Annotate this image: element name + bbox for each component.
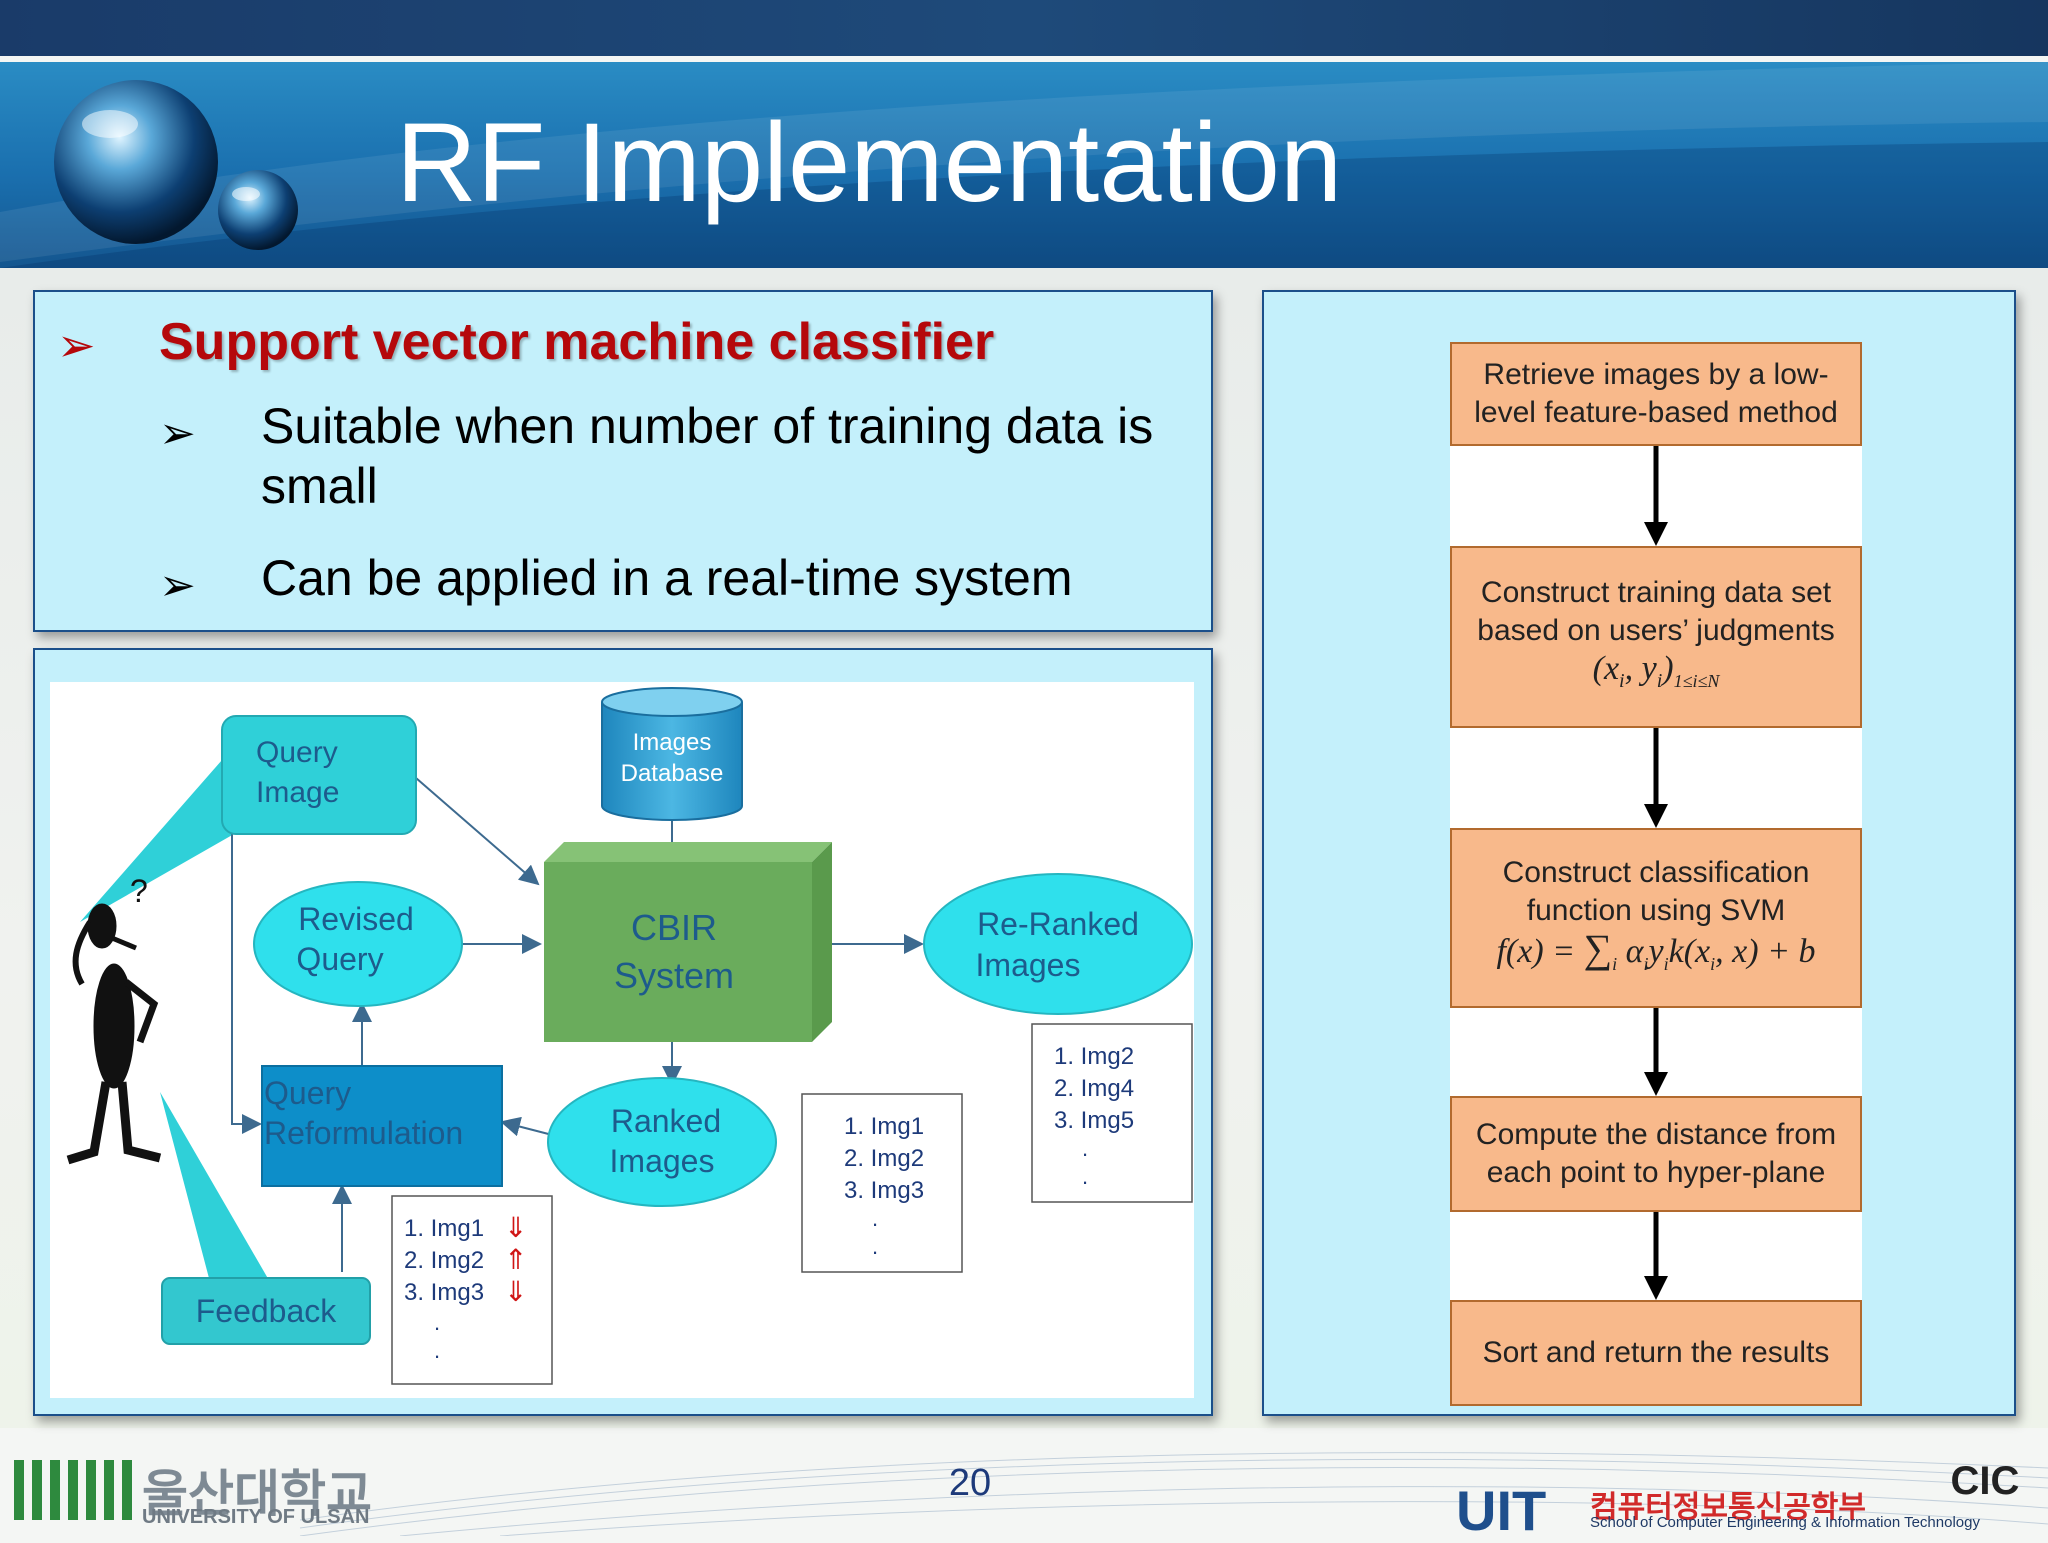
uit-logo-korean: 컴퓨터정보통신공학부 [1590, 1491, 1866, 1524]
ulsan-logo-english: UNIVERSITY OF ULSAN [142, 1506, 370, 1528]
ranked-list-item: 3. Img3 [844, 1177, 924, 1204]
cic-emblem-icon: CIC [1950, 1459, 2020, 1503]
slide-title: RF Implementation [396, 100, 1343, 225]
database-label-1: Images [633, 729, 712, 756]
panel-heading: Support vector machine classifier [159, 313, 995, 371]
flow-step-text: Sort and return the results [1482, 1336, 1830, 1369]
bullet-icon: ➢ [159, 561, 196, 610]
sphere-logo-icon [54, 80, 298, 250]
ellipsis-dot: . [872, 1206, 878, 1231]
flow-step-training-data: Construct training data set based on use… [1450, 546, 1862, 728]
uit-logo-text: UIT [1456, 1479, 1547, 1542]
flow-step-text: Retrieve images by a low- [1483, 358, 1829, 391]
re-ranked-images-ellipse [923, 873, 1193, 1015]
ranked-list-item: 1. Img1 [844, 1113, 924, 1140]
flow-step-text: level feature-based method [1474, 396, 1838, 429]
flow-step-text: each point to hyper-plane [1486, 1156, 1826, 1189]
flow-step-text: Construct training data set [1480, 576, 1832, 610]
flow-arrowhead-icon [1644, 522, 1668, 546]
reranked-list-item: 1. Img2 [1054, 1043, 1134, 1070]
cbir-system-block [544, 862, 812, 1042]
feedback-label: Feedback [196, 1293, 338, 1329]
flow-arrowhead-icon [1644, 1276, 1668, 1300]
ranked-images-ellipse [547, 1077, 777, 1207]
diagram-canvas: Query Image Images Database CBIR System … [66, 687, 1193, 1385]
cbir-block-top [544, 842, 832, 862]
feedback-callout-tail [160, 1092, 270, 1282]
training-set-formula: (xi, yi)1≤i≤N [1592, 650, 1720, 692]
question-mark: ? [130, 873, 148, 909]
ranked-list-item: 2. Img2 [844, 1145, 924, 1172]
feedback-list-item: 1. Img1 [404, 1215, 484, 1242]
re-ranked-label-2: Images [976, 947, 1081, 983]
flow-step-text: function using SVM [1526, 893, 1786, 927]
flow-arrowhead-icon [1644, 804, 1668, 828]
feedback-list-item: 3. Img3 [404, 1279, 484, 1306]
revised-query-label-1: Revised [298, 901, 414, 937]
reformulation-label-2: Reformulation [264, 1115, 463, 1151]
thinking-person-icon [66, 903, 162, 1165]
flowchart-arrows [1644, 446, 1668, 1300]
reranked-list-item: 2. Img4 [1054, 1075, 1134, 1102]
revised-query-label-2: Query [296, 941, 383, 977]
ellipsis-dot: . [872, 1234, 878, 1259]
database-cylinder-top [601, 687, 743, 717]
query-reformulation-box [261, 1065, 503, 1187]
ranked-label-2: Images [610, 1143, 715, 1179]
cbir-label-2: System [614, 955, 734, 996]
ranked-list-box [801, 1093, 963, 1273]
cbir-feedback-diagram: Query Image Images Database CBIR System … [50, 682, 1194, 1398]
query-image-box [221, 715, 417, 835]
ulsan-logo-bars-icon [14, 1460, 132, 1520]
flow-step-retrieve: Retrieve images by a low- level feature-… [1450, 342, 1862, 446]
down-arrow-icon: ⇓ [504, 1212, 527, 1243]
svm-description-panel: ➢ Support vector machine classifier ➢ Su… [33, 290, 1213, 632]
heading-bullet-icon: ➢ [57, 319, 96, 371]
database-label-2: Database [621, 760, 724, 787]
bullet-text-2: Can be applied in a real-time system [261, 550, 1073, 606]
reranked-list-box [1031, 1023, 1193, 1203]
ellipsis-dot: . [1082, 1164, 1088, 1189]
svm-formula: f(x) = ∑i αiyik(xi, x) + b [1496, 925, 1816, 974]
bullet-icon: ➢ [159, 409, 196, 458]
re-ranked-label-1: Re-Ranked [977, 906, 1139, 942]
ranked-label-1: Ranked [611, 1103, 721, 1139]
title-band [0, 62, 2048, 268]
reformulation-label-1: Query [264, 1075, 351, 1111]
cbir-label-1: CBIR [631, 907, 717, 948]
arrow-query-to-cbir [415, 777, 540, 886]
footer-wave-decoration [299, 1452, 2048, 1536]
arrow-query-to-reformulation [231, 834, 262, 1134]
ellipsis-dot: . [434, 1310, 440, 1335]
query-image-label-1: Query [256, 736, 338, 769]
query-image-label-2: Image [256, 776, 339, 809]
flow-step-classification: Construct classification function using … [1450, 828, 1862, 1008]
ulsan-logo-korean: 울산대학교 [142, 1466, 372, 1522]
up-arrow-icon: ⇑ [504, 1244, 527, 1275]
ellipsis-dot: . [1082, 1136, 1088, 1161]
flow-step-sort: Sort and return the results [1450, 1300, 1862, 1406]
ellipsis-dot: . [434, 1338, 440, 1363]
reranked-list-item: 3. Img5 [1054, 1107, 1134, 1134]
database-cylinder-icon [601, 702, 743, 821]
feedback-list-box [391, 1195, 553, 1385]
top-dark-bar [0, 0, 2048, 56]
uit-logo-english: School of Computer Engineering & Informa… [1590, 1514, 1980, 1531]
page-number: 20 [948, 1462, 992, 1504]
feedback-list-item: 2. Img2 [404, 1247, 484, 1274]
flow-arrowhead-icon [1644, 1072, 1668, 1096]
flow-step-text: Construct classification [1502, 855, 1810, 889]
feedback-box [161, 1277, 371, 1345]
flow-step-text: Compute the distance from [1475, 1118, 1837, 1151]
cbir-block-side [812, 842, 832, 1042]
title-band-swoosh [0, 62, 2048, 268]
revised-query-ellipse [253, 881, 463, 1007]
down-arrow-icon: ⇓ [504, 1276, 527, 1307]
flow-step-distance: Compute the distance from each point to … [1450, 1096, 1862, 1212]
bullet-text-1: Suitable when number of training data is… [261, 398, 1154, 514]
flow-step-text: based on users’ judgments [1477, 614, 1835, 648]
